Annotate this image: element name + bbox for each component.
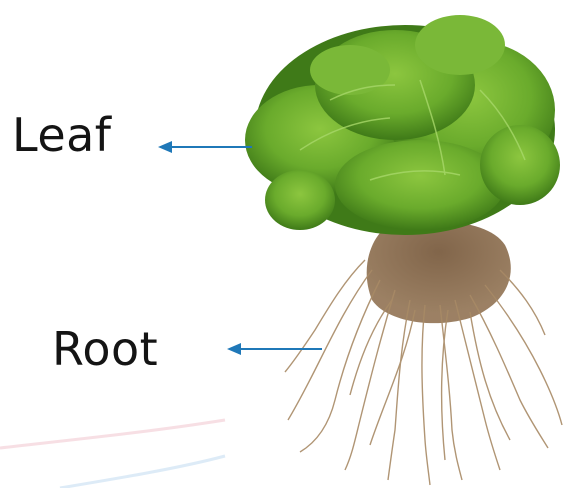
root-arrow <box>227 343 322 355</box>
decorative-swoosh-blue <box>60 456 225 488</box>
decorative-swoosh-pink <box>0 420 225 448</box>
leaf-arrow <box>158 141 252 153</box>
lettuce-head <box>245 15 560 235</box>
root-mass <box>285 222 562 485</box>
root-label: Root <box>52 326 158 372</box>
leaf-label: Leaf <box>12 112 112 158</box>
